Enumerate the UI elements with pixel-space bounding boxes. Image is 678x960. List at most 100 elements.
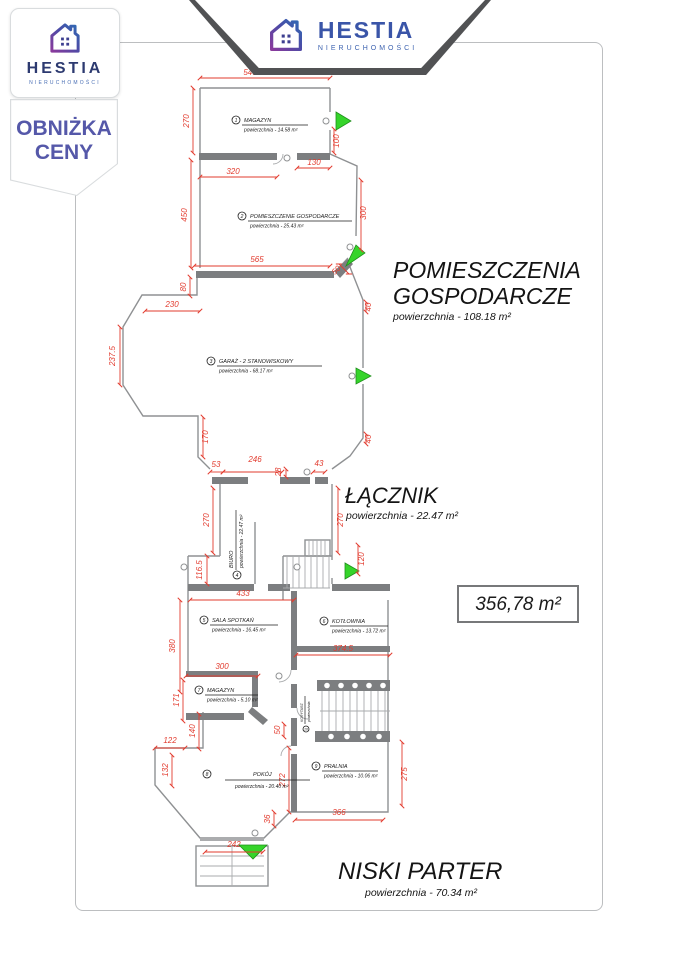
section-area: powierzchnia - 70.34 m² <box>364 887 478 899</box>
svg-text:powierzchnia - 5.10 m²: powierzchnia - 5.10 m² <box>206 698 258 704</box>
svg-text:MAGAZYN: MAGAZYN <box>244 118 271 124</box>
dimension-label: 50 <box>273 725 282 734</box>
dimension-label: 275 <box>400 767 409 782</box>
svg-text:PRALNIA: PRALNIA <box>324 764 348 770</box>
dimension-label: 320 <box>226 167 240 176</box>
svg-text:KOTŁOWNIA: KOTŁOWNIA <box>332 619 365 625</box>
room-labels: 1 MAGAZYN powierzchnia - 14.58 m² 2 POMI… <box>194 115 388 790</box>
svg-text:powierzchnia - 20.40 m²: powierzchnia - 20.40 m² <box>234 784 289 790</box>
dimension-label: 43 <box>315 459 324 468</box>
svg-text:3: 3 <box>210 359 213 365</box>
stairs <box>200 153 390 886</box>
svg-text:1: 1 <box>235 118 238 124</box>
svg-text:BIURO: BIURO <box>229 550 235 568</box>
dimension-label: 433 <box>236 589 250 598</box>
dimension-label: 230 <box>164 300 179 309</box>
room-label-garaz: 3 GARAŻ - 2 STANOWISKOWY powierzchnia - … <box>206 356 322 375</box>
room-label-magazyn-2: 7 MAGAZYN powierzchnia - 5.10 m² <box>194 685 258 704</box>
house-logo-icon <box>50 23 80 53</box>
dimension-label: 120 <box>357 552 366 566</box>
dimension-label: 80 <box>179 282 188 291</box>
room-label-sala-spotkan: 5 SALA SPOTKAŃ powierzchnia - 16.45 m² <box>199 615 278 634</box>
section-title: NISKI PARTER <box>338 858 502 885</box>
dimension-label: 28 <box>274 467 283 477</box>
dimension-label: 270 <box>202 513 211 528</box>
svg-text:powierzchnia - 25.43 m²: powierzchnia - 25.43 m² <box>249 224 304 230</box>
dimension-label: 132 <box>161 763 170 777</box>
dimension-label: 366 <box>332 808 346 817</box>
brand-name: HESTIA <box>317 16 415 43</box>
dimension-label: 100 <box>332 134 341 148</box>
brand-subtitle: NIERUCHOMOŚCI <box>29 80 101 86</box>
dimension-label: 374.5 <box>333 644 354 653</box>
dimension-label: 140 <box>188 724 197 738</box>
brand-subtitle: NIERUCHOMOŚCI <box>317 44 418 52</box>
dimension-label: 122 <box>163 736 177 745</box>
svg-text:9: 9 <box>315 764 318 770</box>
room-label-biuro: 4 BIURO powierzchnia - 22.47 m² <box>229 510 245 580</box>
promo-line2: CENY <box>34 140 94 164</box>
total-area-value: 356,78 m² <box>475 594 561 615</box>
room-label-magazyn-1: 1 MAGAZYN powierzchnia - 14.58 m² <box>231 115 308 134</box>
svg-text:powierzchnia - 22.47 m²: powierzchnia - 22.47 m² <box>239 514 245 569</box>
room-label-pralnia: 9 PRALNIA powierzchnia - 10.06 m² <box>311 761 378 780</box>
room-label-korytarz: 10 KORYTARZ powierzchnia <box>300 696 311 733</box>
room-label-kotlownia: 6 KOTŁOWNIA powierzchnia - 13.72 m² <box>319 616 388 635</box>
hestia-logo-badge: HESTIA NIERUCHOMOŚCI <box>10 8 120 98</box>
dimension-label: 40 <box>364 434 373 443</box>
section-titles: POMIESZCZENIA GOSPODARCZE powierzchnia -… <box>338 257 581 899</box>
dimension-label: 565 <box>250 255 264 264</box>
dimension-label: 246 <box>247 455 262 464</box>
dimension-label: 170 <box>201 430 210 444</box>
dimension-label: 130 <box>307 158 321 167</box>
section-title: ŁĄCZNIK <box>345 483 439 508</box>
fixture-symbols <box>180 117 356 837</box>
svg-text:10: 10 <box>304 728 308 732</box>
svg-text:powierzchnia - 14.58 m²: powierzchnia - 14.58 m² <box>243 128 298 134</box>
dimension-label: 450 <box>180 208 189 222</box>
section-area: powierzchnia - 108.18 m² <box>392 311 511 323</box>
room-label-pom-gospodarcze: 2 POMIESZCZENIE GOSPODARCZE powierzchnia… <box>237 211 352 230</box>
svg-text:powierzchnia: powierzchnia <box>307 702 311 723</box>
walls-thick <box>186 153 390 812</box>
entrance-arrow-icon <box>335 111 352 131</box>
price-reduction-badge: OBNIŻKA CENY <box>10 99 118 196</box>
house-logo-icon <box>269 18 302 52</box>
brand-name: HESTIA <box>26 60 104 77</box>
entrance-arrow-icon <box>344 562 360 580</box>
dimension-label: 242 <box>226 840 241 849</box>
dimension-label: 36 <box>263 814 272 823</box>
svg-text:6: 6 <box>323 619 326 625</box>
svg-text:8: 8 <box>206 772 209 778</box>
dimension-label: 380 <box>168 639 177 653</box>
dimension-label: 116.5 <box>195 560 204 580</box>
svg-text:7: 7 <box>198 688 201 694</box>
svg-text:GARAŻ - 2 STANOWISKOWY: GARAŻ - 2 STANOWISKOWY <box>219 358 293 365</box>
section-title: POMIESZCZENIA <box>393 257 581 283</box>
section-title: GOSPODARCZE <box>393 283 573 309</box>
dimension-label: 300 <box>359 206 368 220</box>
dimension-label: 237.5 <box>108 345 117 367</box>
svg-text:powierzchnia - 68.17 m²: powierzchnia - 68.17 m² <box>218 369 273 375</box>
dimension-label: 53 <box>212 460 221 469</box>
promo-line1: OBNIŻKA <box>16 117 112 141</box>
svg-text:MAGAZYN: MAGAZYN <box>207 688 234 694</box>
svg-text:SALA SPOTKAŃ: SALA SPOTKAŃ <box>212 617 254 624</box>
entrance-arrow-icon <box>355 367 372 385</box>
total-area-box: 356,78 m² <box>457 585 579 623</box>
svg-text:powierzchnia - 16.45 m²: powierzchnia - 16.45 m² <box>211 628 266 634</box>
svg-text:POMIESZCZENIE GOSPODARCZE: POMIESZCZENIE GOSPODARCZE <box>250 214 340 220</box>
svg-text:4: 4 <box>236 573 239 579</box>
section-area: powierzchnia - 22.47 m² <box>345 510 459 522</box>
svg-text:5: 5 <box>203 618 206 624</box>
svg-text:powierzchnia - 13.72 m²: powierzchnia - 13.72 m² <box>331 629 386 635</box>
svg-text:powierzchnia - 10.06 m²: powierzchnia - 10.06 m² <box>323 774 378 780</box>
dimension-label: 540 <box>243 68 257 77</box>
dimension-label: 270 <box>336 513 345 528</box>
svg-text:2: 2 <box>240 214 244 220</box>
svg-text:KORYTARZ: KORYTARZ <box>300 702 304 722</box>
dimension-label: 171 <box>172 693 181 706</box>
room-label-pokoj: 8 POKÓJ powierzchnia - 20.40 m² <box>202 769 310 790</box>
